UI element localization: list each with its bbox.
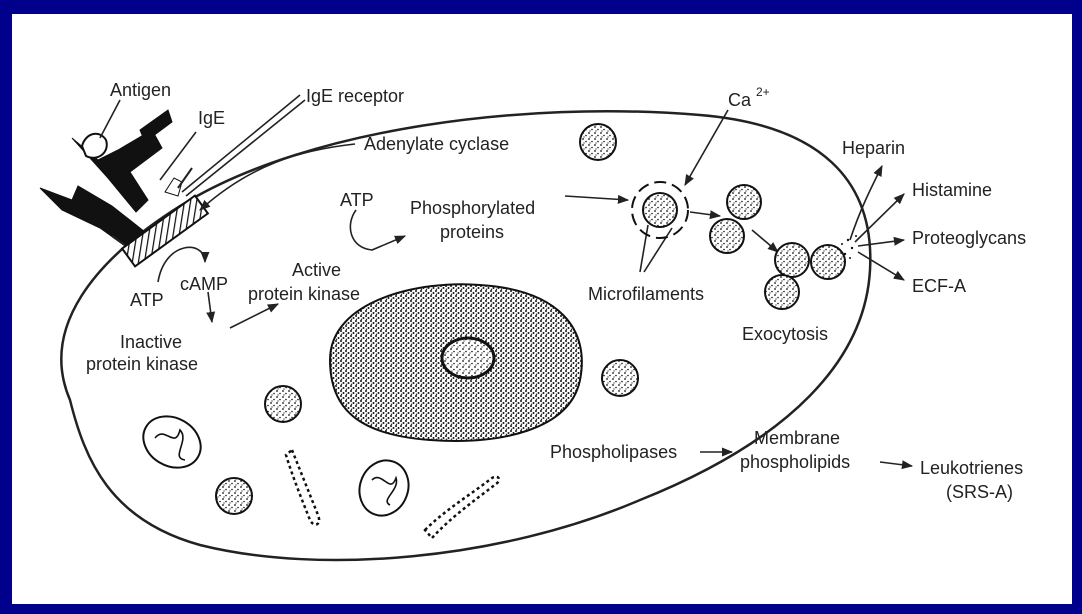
granule-docked [643, 193, 677, 227]
label-proteins: proteins [440, 222, 504, 242]
label-membrane: Membrane [754, 428, 840, 448]
label-phospholipids: phospholipids [740, 452, 850, 472]
antigen-leader [100, 100, 120, 138]
label-proteoglycans: Proteoglycans [912, 228, 1026, 248]
granule [811, 245, 845, 279]
label-ige-receptor: IgE receptor [306, 86, 404, 106]
granule [727, 185, 761, 219]
label-phospholipases: Phospholipases [550, 442, 677, 462]
label-active-protein-kinase: protein kinase [248, 284, 360, 304]
label-atp-top: ATP [340, 190, 374, 210]
granule [265, 386, 301, 422]
label-adenylate-cyclase: Adenylate cyclase [364, 134, 509, 154]
label-active: Active [292, 260, 341, 280]
label-ecfa: ECF-A [912, 276, 966, 296]
label-srs-a: (SRS-A) [946, 482, 1013, 502]
antigen-icon [82, 134, 107, 158]
granule [602, 360, 638, 396]
leukotrienes-arrow [880, 462, 912, 466]
granule [216, 478, 252, 514]
granule [710, 219, 744, 253]
label-leukotrienes: Leukotrienes [920, 458, 1023, 478]
label-microfilaments: Microfilaments [588, 284, 704, 304]
nucleolus [442, 338, 494, 378]
granule [765, 275, 799, 309]
label-exocytosis: Exocytosis [742, 324, 828, 344]
label-antigen: Antigen [110, 80, 171, 100]
label-phosphorylated: Phosphorylated [410, 198, 535, 218]
label-inactive: Inactive [120, 332, 182, 352]
label-heparin: Heparin [842, 138, 905, 158]
label-ige: IgE [198, 108, 225, 128]
label-camp: cAMP [180, 274, 228, 294]
granule [775, 243, 809, 277]
ige-leader [160, 132, 196, 180]
label-atp-left: ATP [130, 290, 164, 310]
label-ca: Ca [728, 90, 752, 110]
label-histamine: Histamine [912, 180, 992, 200]
label-ca-superscript: 2+ [756, 85, 770, 99]
label-inactive-protein-kinase: protein kinase [86, 354, 198, 374]
granule [580, 124, 616, 160]
